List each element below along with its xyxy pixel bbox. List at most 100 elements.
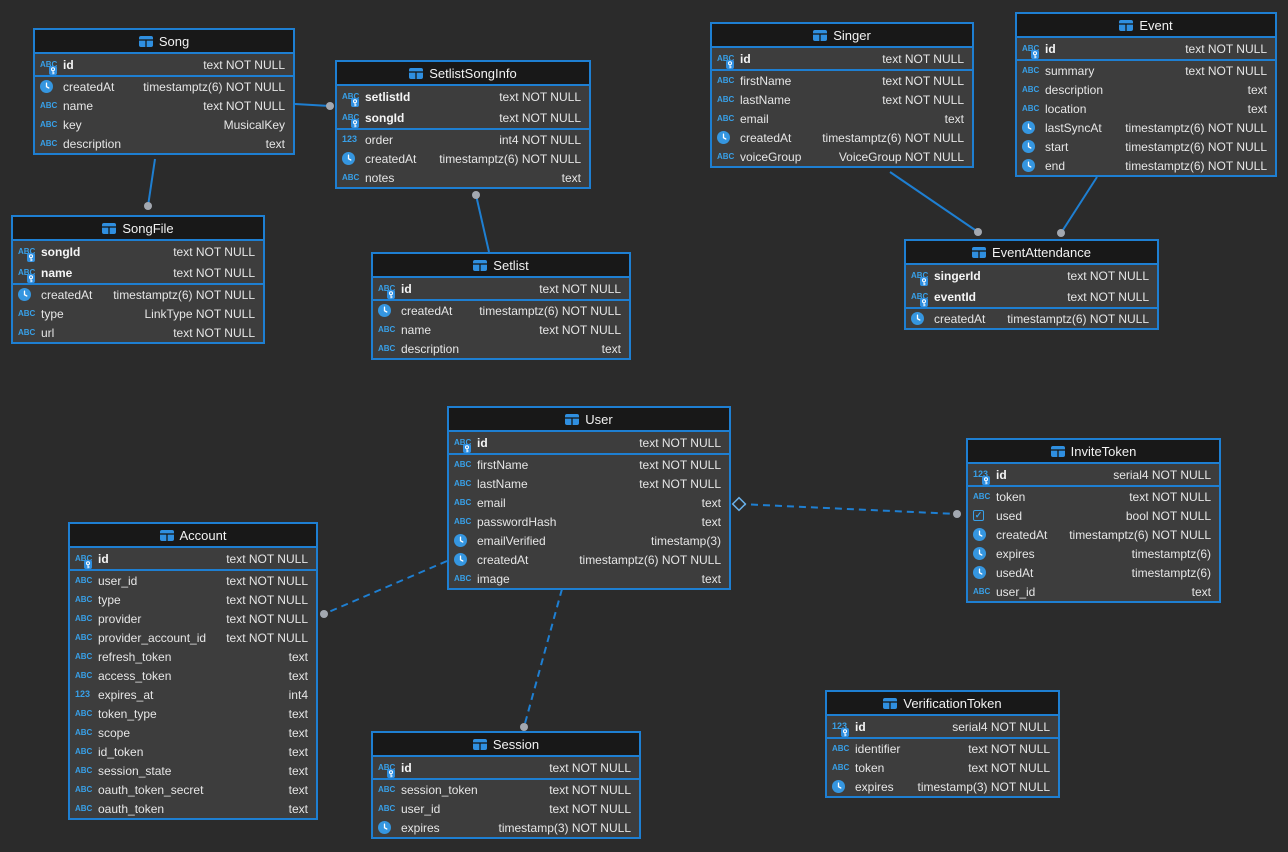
relationship-Song-SetlistSongInfo[interactable]: [294, 102, 334, 110]
relationship-Setlist-SetlistSongInfo[interactable]: [472, 191, 490, 253]
entity-table-header[interactable]: Setlist: [373, 254, 629, 278]
entity-table-header[interactable]: Account: [70, 524, 316, 548]
relationship-User-Account[interactable]: [320, 560, 448, 618]
relationship-User-InviteToken[interactable]: [731, 496, 961, 518]
relationship-Event-EventAttendance[interactable]: [1057, 176, 1098, 237]
entity-table-header[interactable]: Singer: [712, 24, 972, 48]
entity-table-header[interactable]: InviteToken: [968, 440, 1219, 464]
entity-table-header[interactable]: EventAttendance: [906, 241, 1157, 265]
entity-table-header[interactable]: User: [449, 408, 729, 432]
entity-table-header[interactable]: SetlistSongInfo: [337, 62, 589, 86]
entity-table-header[interactable]: Event: [1017, 14, 1275, 38]
relationship-Singer-EventAttendance[interactable]: [889, 171, 982, 236]
entity-table-header[interactable]: Song: [35, 30, 293, 54]
entity-table-header[interactable]: Session: [373, 733, 639, 757]
entity-table-header[interactable]: VerificationToken: [827, 692, 1058, 716]
relationship-Song-SongFile[interactable]: [144, 158, 156, 210]
relationship-User-Session[interactable]: [520, 588, 563, 731]
